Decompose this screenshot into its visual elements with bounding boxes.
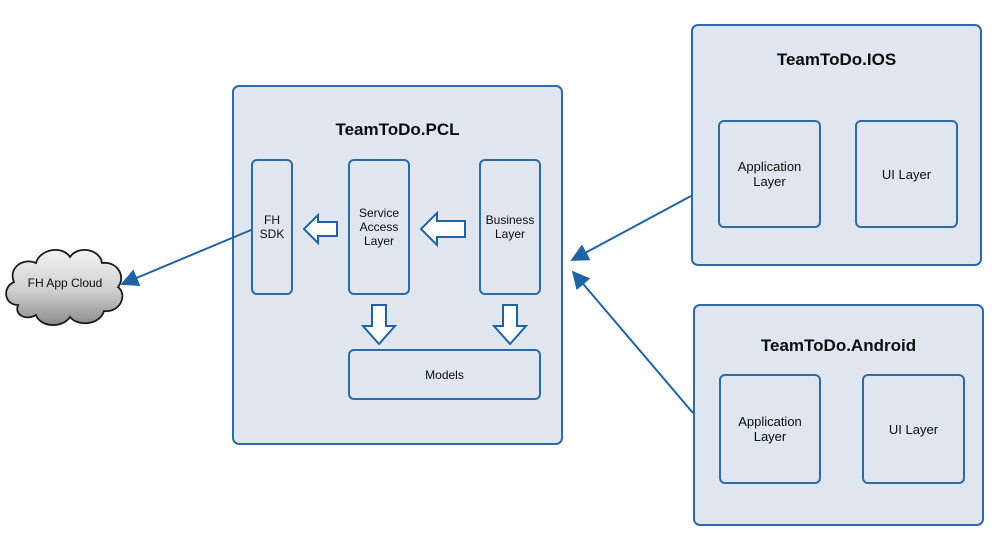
service-to-models-arrow	[360, 304, 398, 346]
cloud-icon	[5, 249, 124, 326]
android-package-title: TeamToDo.Android	[760, 336, 917, 355]
fh-sdk-box: FH SDK	[251, 159, 293, 295]
fh-app-cloud: FH App Cloud	[0, 235, 130, 330]
sdk-to-cloud-connector	[120, 229, 252, 287]
android-application-layer-box: Application Layer	[719, 374, 821, 484]
android-ui-layer-box: UI Layer	[862, 374, 965, 484]
business-layer-box: Business Layer	[479, 159, 541, 295]
business-to-service-arrow	[419, 210, 466, 248]
fh-app-cloud-label: FH App Cloud	[27, 275, 103, 290]
pcl-package-title: TeamToDo.PCL	[335, 120, 460, 139]
service-to-sdk-arrow	[302, 212, 338, 246]
ios-application-layer-box: Application Layer	[718, 120, 821, 228]
ios-package-title: TeamToDo.IOS	[776, 50, 897, 69]
models-box: Models	[348, 349, 541, 400]
business-to-models-arrow	[491, 304, 529, 346]
android-to-pcl-connector	[571, 270, 694, 414]
ios-to-pcl-connector	[570, 195, 692, 261]
service-access-layer-box: Service Access Layer	[348, 159, 410, 295]
ios-ui-layer-box: UI Layer	[855, 120, 958, 228]
